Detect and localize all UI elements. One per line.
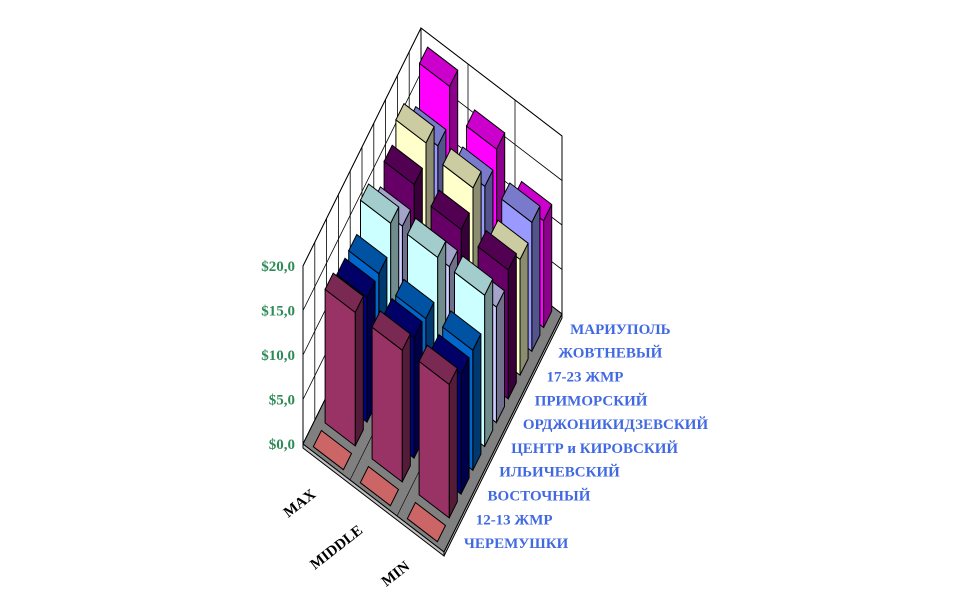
bar-top-face [453, 255, 494, 296]
bar-side-face [507, 253, 517, 400]
bar-front-face [324, 288, 356, 447]
bar-side-face [484, 278, 494, 447]
bar-top-face [383, 144, 423, 186]
bar-side-face [472, 333, 482, 471]
bar-top-face [371, 310, 411, 351]
series-label: MIDDLE [308, 523, 366, 574]
bar-top-face [336, 257, 376, 299]
bar-top-face [348, 233, 388, 275]
floor-edge [443, 313, 563, 557]
series-label: MIN [379, 558, 413, 590]
chart-bars [312, 46, 553, 543]
bar-top-face [418, 46, 459, 88]
category-labels: ЧЕРЕМУШКИ 12-13 ЖМР ВОСТОЧНЫЙ ИЛЬИЧЕВСКИЙ ЦЕ… [464, 322, 709, 552]
bar-top-face [359, 183, 400, 224]
bar-top-face [395, 102, 435, 144]
bar-side-face [460, 357, 470, 495]
bar-flat [406, 501, 447, 543]
category-label: ОРДЖОНИКИДЗЕВСКИЙ [523, 416, 709, 433]
y-tick-label: $5,0 [269, 393, 295, 409]
bar-side-face [531, 205, 541, 352]
bar-top-face [430, 189, 470, 231]
bar-flat [359, 465, 400, 507]
category-label: ЖОВТНЕВЫЙ [558, 345, 662, 362]
bar-side-face [495, 290, 505, 423]
category-label: ВОСТОЧНЫЙ [488, 488, 591, 505]
y-axis-ticks: $0,0 $5,0 $10,0 $15,0 $20,0 [261, 259, 295, 453]
bar-front-face [418, 360, 450, 519]
bar-top-face [442, 147, 482, 189]
bar [324, 272, 364, 447]
bar-top-face [477, 229, 517, 271]
y-tick-label: $20,0 [261, 259, 295, 275]
bar-top-face [406, 217, 447, 259]
category-label: ЦЕНТР и КИРОВСКИЙ [511, 440, 678, 457]
category-label: ПРИМОРСКИЙ [535, 392, 648, 409]
bar-top-face [442, 310, 482, 351]
y-tick-label: $15,0 [261, 304, 295, 320]
category-label: МАРИУПОЛЬ [570, 322, 671, 338]
bar-side-face [543, 204, 553, 328]
bar [371, 310, 411, 483]
y-tick-label: $10,0 [261, 348, 295, 364]
bar [418, 344, 458, 519]
bar-top-face [501, 182, 541, 224]
category-label: 17-23 ЖМР [547, 370, 624, 386]
y-tick-label: $0,0 [269, 437, 295, 453]
bar-side-face [401, 333, 411, 483]
bar-side-face [519, 242, 529, 376]
bar-front-face [371, 326, 403, 483]
bar-side-face [448, 367, 458, 519]
series-label: MAX [281, 486, 319, 521]
bar-flat [312, 429, 353, 471]
category-label: ЧЕРЕМУШКИ [464, 536, 569, 552]
bar-top-face [324, 272, 364, 314]
bar-top-face [465, 109, 506, 150]
bar-top-face [395, 278, 435, 320]
bar-side-face [354, 295, 364, 447]
bar-top-face [418, 344, 458, 386]
category-label: ИЛЬИЧЕВСКИЙ [499, 464, 620, 481]
category-label: 12-13 ЖМР [476, 512, 553, 528]
